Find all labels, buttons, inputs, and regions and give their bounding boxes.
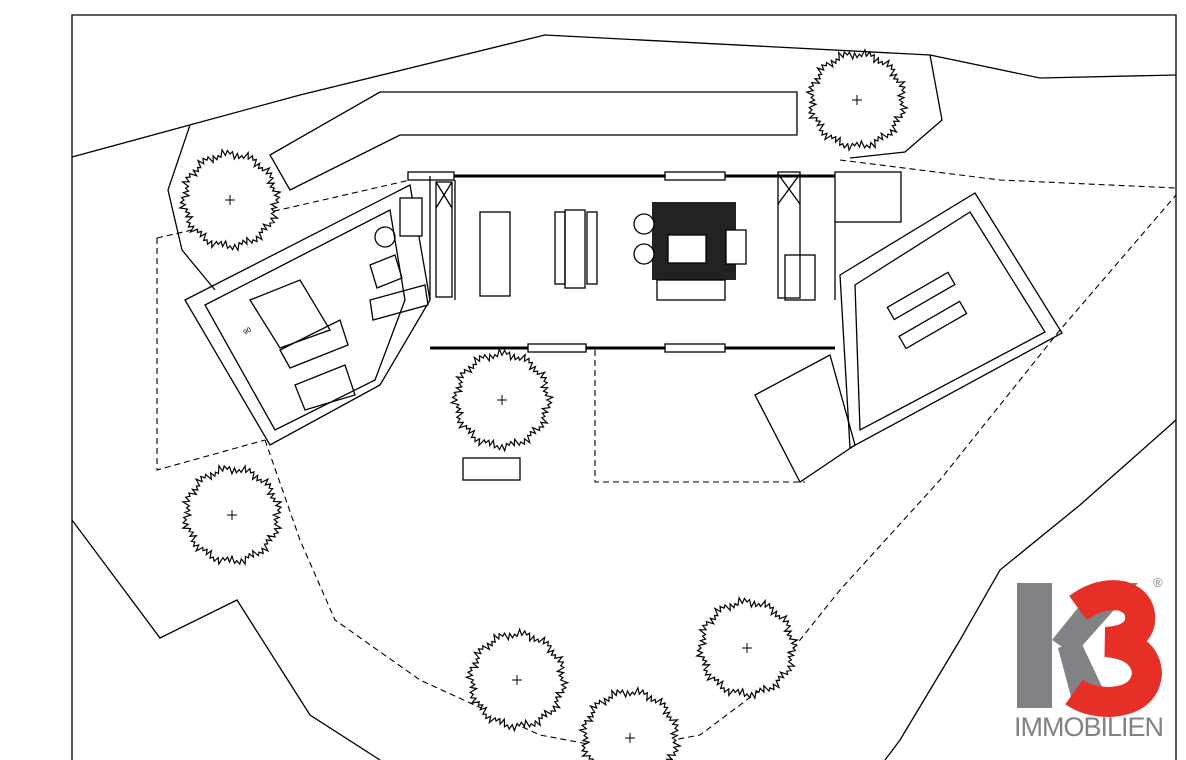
loungers	[886, 271, 968, 350]
trees	[178, 47, 910, 760]
dining-table	[554, 209, 598, 289]
k3-immobilien-logo	[1017, 580, 1163, 718]
main-building	[407, 171, 902, 353]
pool-terrace	[754, 192, 1063, 483]
logo-subtitle: IMMOBILIEN	[1014, 712, 1164, 742]
frame	[71, 14, 1177, 760]
tree	[178, 148, 282, 252]
logo-3	[1065, 580, 1163, 718]
registered-mark: ®	[1153, 575, 1163, 590]
tree	[577, 685, 683, 760]
walkway	[269, 91, 798, 191]
tree	[181, 464, 283, 566]
terrain-lines	[71, 34, 1177, 760]
tree	[464, 627, 570, 733]
lounge-rug	[633, 202, 747, 301]
tree	[695, 596, 799, 700]
left-wing	[184, 184, 431, 446]
tree	[449, 347, 555, 453]
tree	[804, 47, 910, 153]
bench	[462, 457, 521, 481]
